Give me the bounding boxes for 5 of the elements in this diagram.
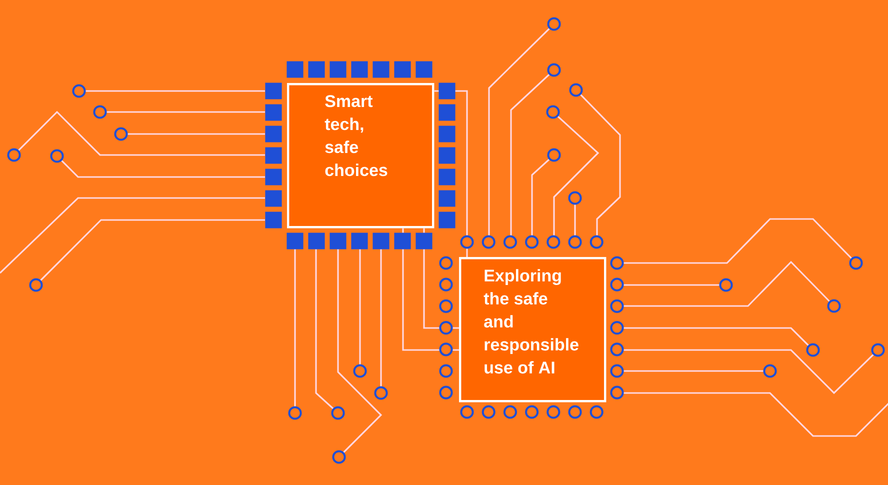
circuit-trace (434, 90, 468, 257)
circuit-trace (402, 228, 459, 351)
chip-box: Smart tech, safe choices (287, 83, 434, 228)
circuit-trace (423, 228, 459, 329)
chip-box: Exploring the safe and responsible use of AI (459, 257, 606, 402)
